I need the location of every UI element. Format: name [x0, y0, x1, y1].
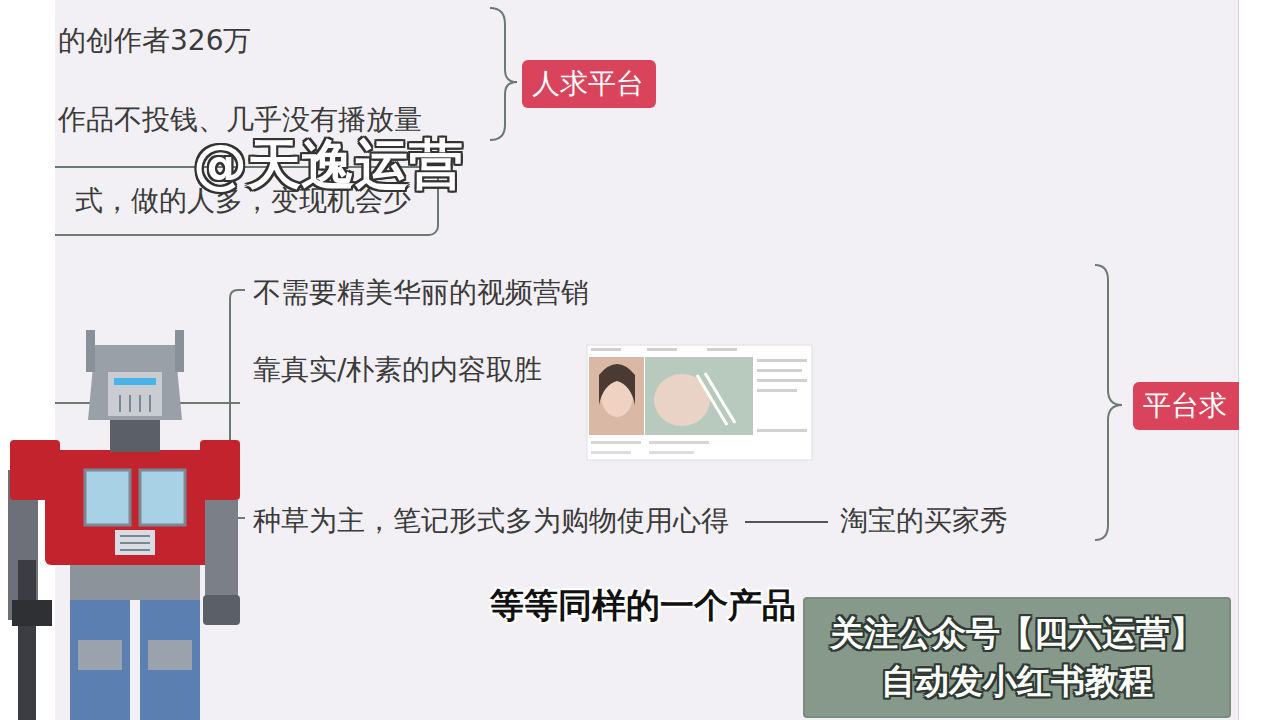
leaf-text: 种草为主，笔记形式多为购物使用心得: [253, 504, 729, 538]
screenshot-thumbnail: [587, 345, 812, 460]
canvas-panel: [55, 0, 1238, 720]
category-tag: 人求平台: [522, 60, 656, 108]
panel-edge: [1238, 0, 1239, 720]
branch-text: 作品不投钱、几乎没有播放量: [58, 103, 422, 137]
curly-bracket: [490, 8, 517, 140]
leaf-text: 靠真实/朴素的内容取胜: [253, 353, 542, 387]
promo-box: 关注公众号【四六运营】自动发小红书教程: [803, 597, 1231, 718]
leaf-text: 不需要精美华丽的视频营销: [253, 276, 589, 310]
promo-box-text: 自动发小红书教程: [881, 658, 1153, 706]
category-tag-text: 人求平台: [532, 67, 646, 101]
curly-bracket: [1095, 265, 1122, 540]
branch-text: 的创作者326万: [58, 24, 251, 58]
promo-box-text: 关注公众号【四六运营】: [830, 610, 1204, 658]
category-tag-text: 平台求: [1143, 389, 1229, 423]
leaf-text: 淘宝的买家秀: [840, 504, 1008, 538]
watermark: @天逸运营: [193, 133, 463, 198]
category-tag: 平台求: [1133, 382, 1239, 430]
robot-illustration: [8, 330, 240, 720]
subtitle: 等等同样的一个产品: [490, 585, 796, 626]
dash-connector: [745, 521, 828, 523]
